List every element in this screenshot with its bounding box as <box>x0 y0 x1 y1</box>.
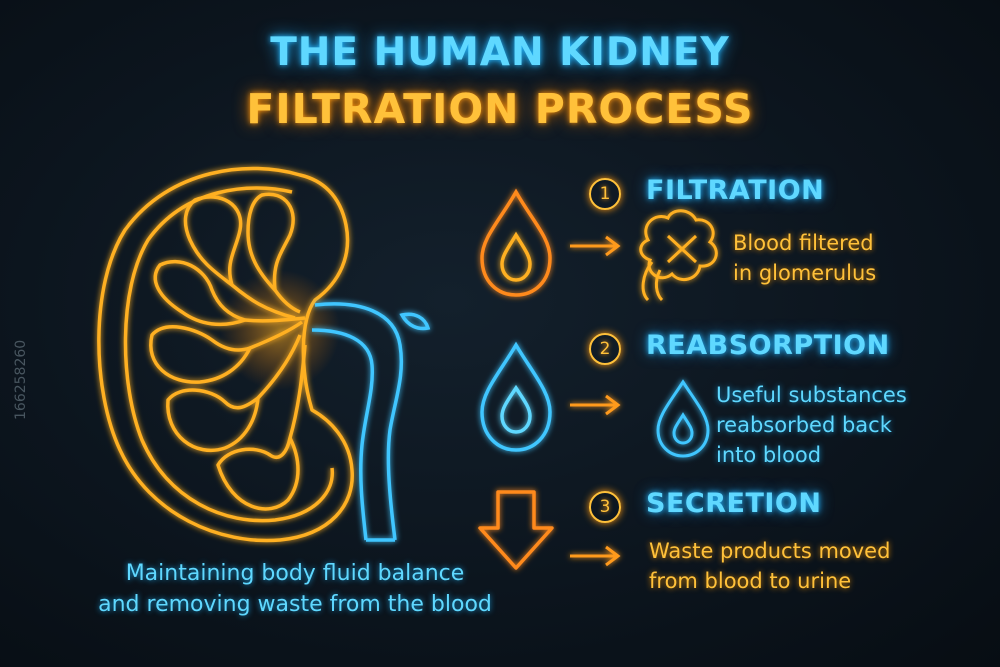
title-line-2: FILTRATION PROCESS <box>246 85 754 133</box>
step-1-title: FILTRATION <box>646 175 825 206</box>
step-1-description: Blood filtered in glomerulus <box>733 228 876 288</box>
drop-icon <box>656 379 710 458</box>
caption-line-2: and removing waste from the blood <box>98 592 492 617</box>
step-2-desc-line-1: Useful substances <box>716 383 907 407</box>
step-3-title: SECRETION <box>646 488 822 519</box>
arrow-right-icon <box>570 545 621 567</box>
title-line-1: THE HUMAN KIDNEY <box>270 30 730 75</box>
kidney-icon <box>97 166 431 543</box>
arrow-right-icon <box>570 235 621 257</box>
drop-icon <box>480 188 552 297</box>
step-2-description: Useful substances reabsorbed back into b… <box>716 380 907 470</box>
arrow-right-icon <box>570 394 621 416</box>
step-1-desc-line-1: Blood filtered <box>733 231 874 255</box>
step-2-number: 2 <box>589 333 621 365</box>
step-3-number: 3 <box>589 491 621 523</box>
step-3-desc-line-2: from blood to urine <box>649 569 852 593</box>
arrow-down-icon <box>478 490 554 570</box>
caption-line-1: Maintaining body fluid balance <box>125 561 465 586</box>
watermark-id: 166258260 <box>13 340 29 420</box>
step-1-desc-line-2: in glomerulus <box>733 261 877 285</box>
step-2-title: REABSORPTION <box>646 330 890 361</box>
step-2-desc-line-2: reabsorbed back <box>716 413 892 437</box>
step-3-description: Waste products moved from blood to urine <box>649 536 890 596</box>
glomerulus-icon <box>639 209 718 302</box>
caption: Maintaining body fluid balance and remov… <box>60 558 530 620</box>
step-3-desc-line-1: Waste products moved <box>649 539 891 563</box>
step-2-desc-line-3: into blood <box>716 443 822 467</box>
drop-icon <box>480 341 552 452</box>
step-1-number: 1 <box>589 178 621 210</box>
